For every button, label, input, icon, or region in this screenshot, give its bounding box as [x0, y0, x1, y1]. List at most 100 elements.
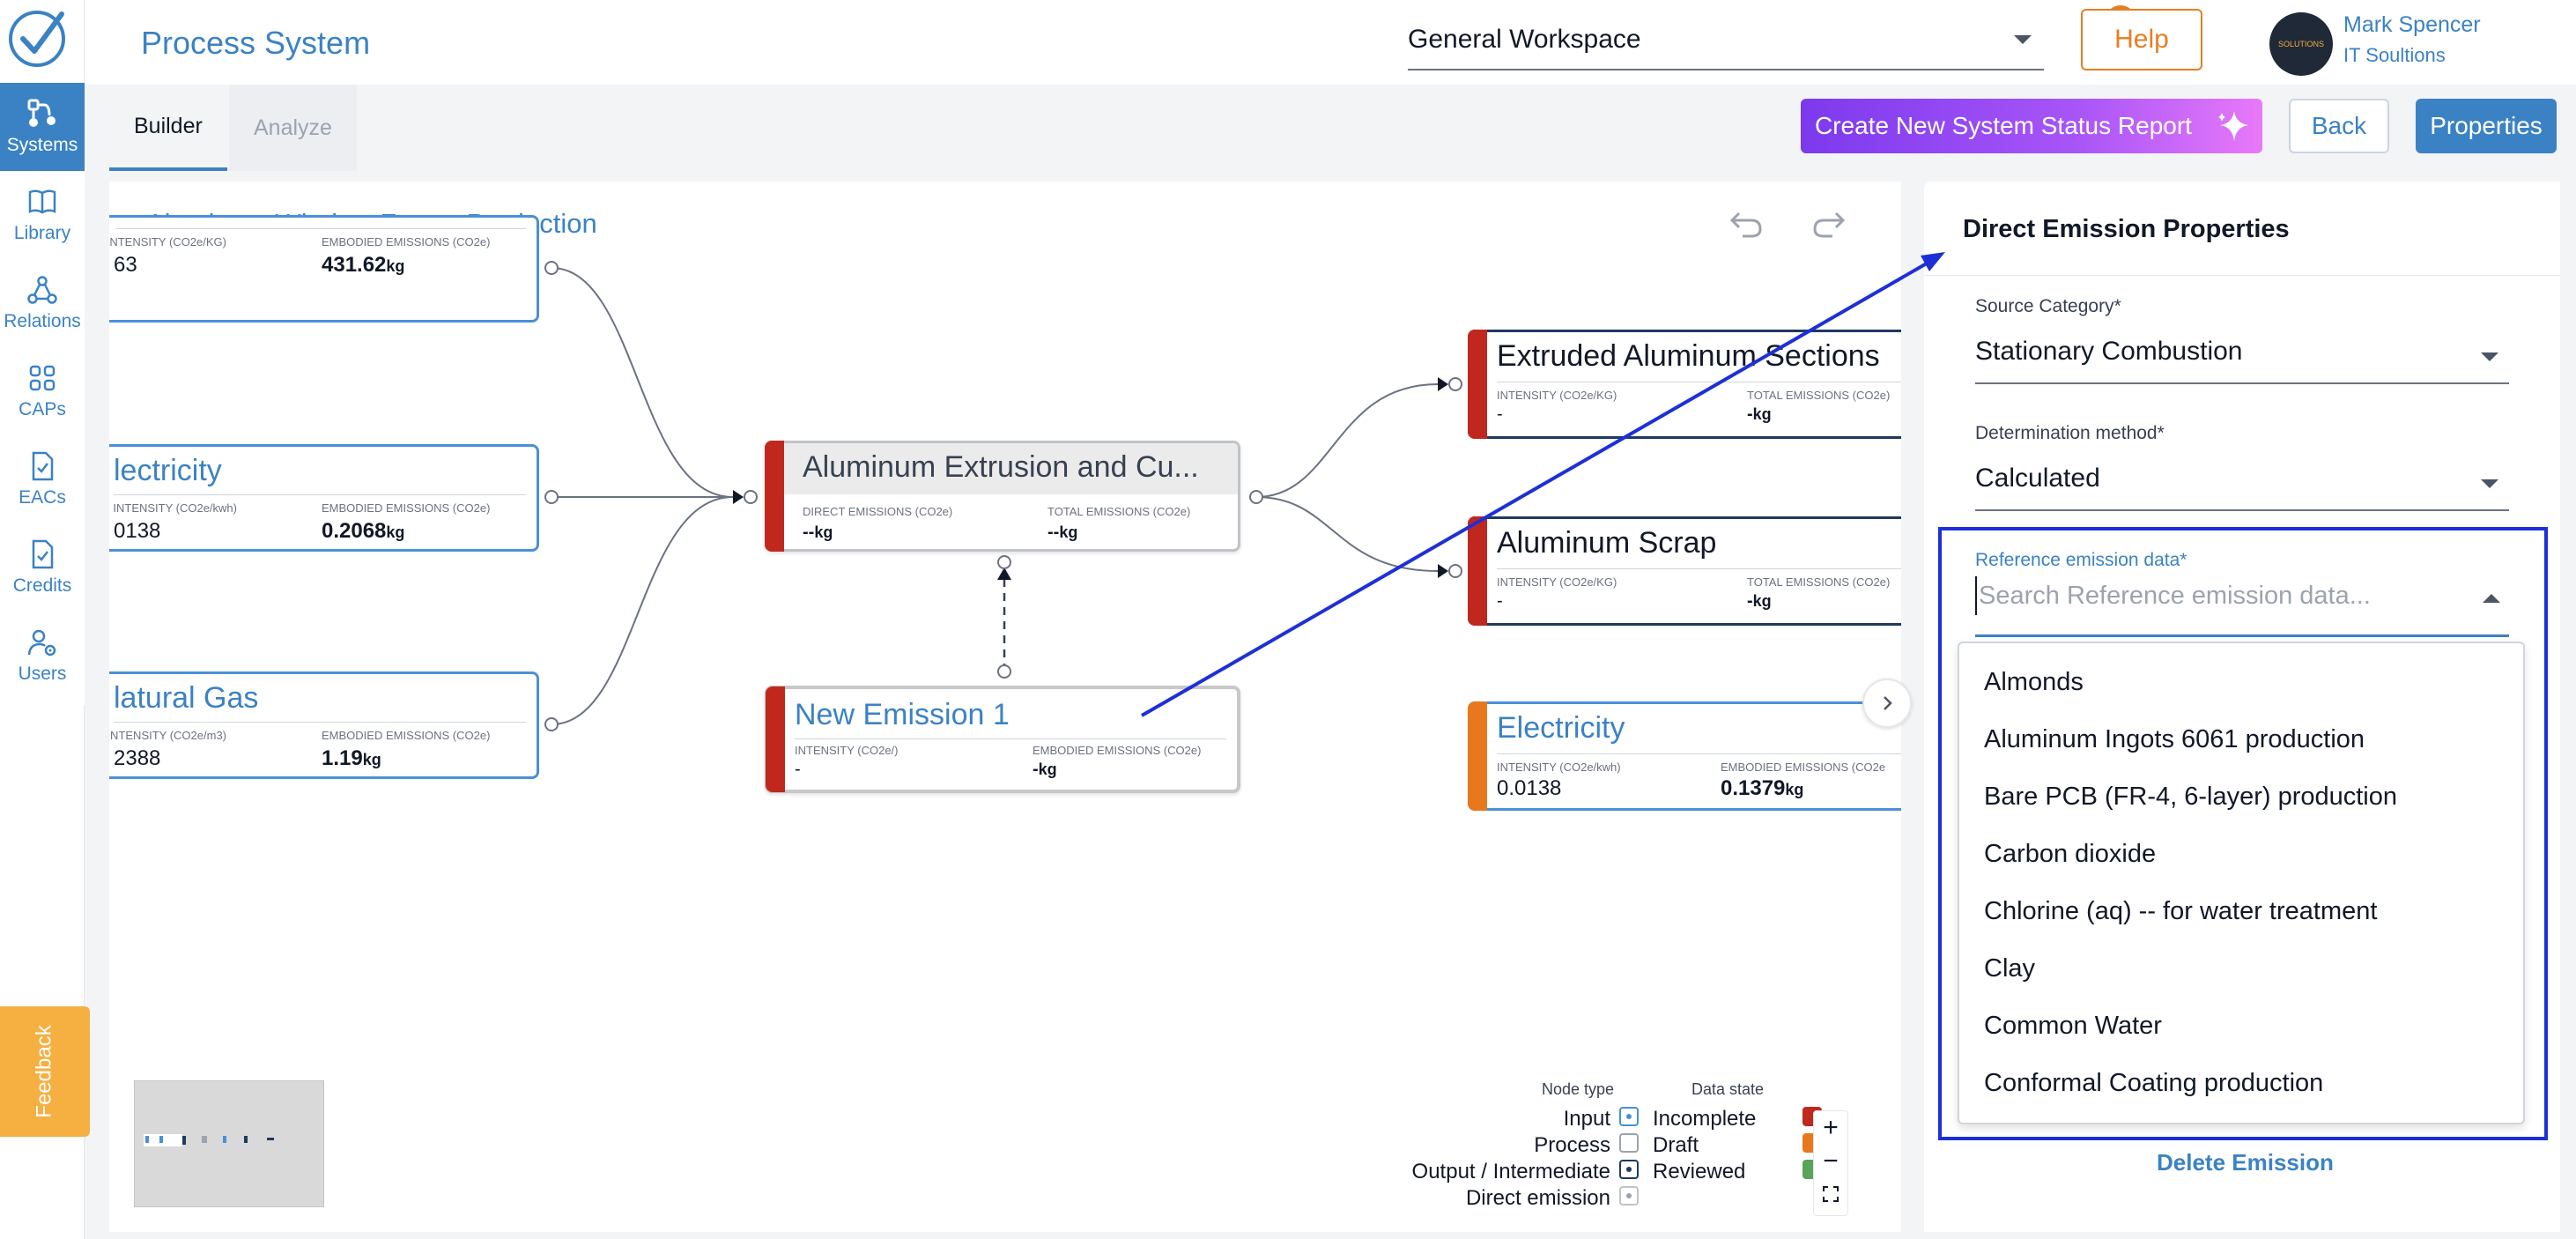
- nav-label: CAPs: [19, 399, 66, 419]
- reference-emission-search-input[interactable]: [1975, 576, 2486, 615]
- input-handle[interactable]: [1448, 377, 1462, 391]
- input-node-electricity[interactable]: lectricity INTENSITY (CO2e/kwh) 0138 EMB…: [109, 444, 539, 552]
- edge[interactable]: [551, 496, 734, 725]
- nav-item-eacs[interactable]: EACs: [0, 435, 85, 523]
- embodied-emissions-label: EMBODIED EMISSIONS (CO2e): [322, 235, 491, 249]
- minimap[interactable]: [134, 1080, 324, 1207]
- dropdown-option[interactable]: Almonds: [1984, 668, 2084, 696]
- nav-item-users[interactable]: Users: [0, 612, 85, 700]
- field-underline: [1975, 382, 2509, 384]
- input-swatch: [1619, 1107, 1639, 1126]
- sparkle-icon: [2218, 111, 2248, 141]
- source-category-label: Source Category*: [1975, 296, 2121, 316]
- legend-node-type-header: Node type: [1542, 1080, 1615, 1098]
- feedback-tab[interactable]: Feedback: [0, 1006, 90, 1137]
- edge[interactable]: [1255, 496, 1439, 572]
- left-nav: Systems Library Relations CAPs EACs Cred…: [0, 0, 90, 1239]
- legend-state-incomplete: Incomplete: [1653, 1107, 1757, 1131]
- highlight-box: [1938, 527, 2548, 1140]
- status-bar-incomplete: [765, 441, 784, 552]
- app-title: Process System: [141, 25, 371, 61]
- legend-node-type-output: Output / Intermediate: [1411, 1160, 1610, 1183]
- embodied-emissions-value: -kg: [1033, 760, 1057, 779]
- determination-method-value: Calculated: [1975, 464, 2100, 493]
- legend-state-draft: Draft: [1653, 1133, 1699, 1157]
- determination-method-select[interactable]: Calculated: [1975, 453, 2509, 511]
- intensity-label: INTENSITY (CO2e/KG): [1497, 389, 1617, 402]
- intensity-value: -: [795, 760, 801, 779]
- dropdown-option[interactable]: Chlorine (aq) -- for water treatment: [1984, 897, 2378, 925]
- input-node-electricity-draft[interactable]: Electricity INTENSITY (CO2e/kwh) 0.0138 …: [1468, 701, 1901, 811]
- intensity-label: INTENSITY (CO2e/KG): [109, 235, 226, 249]
- dropdown-option[interactable]: Clay: [1984, 954, 2036, 983]
- properties-button[interactable]: Properties: [2416, 99, 2557, 153]
- intensity-label: INTENSITY (CO2e/): [795, 744, 899, 757]
- system-canvas[interactable]: Aluminum Window Frame Production INTENSI…: [109, 182, 1901, 1232]
- fit-view-icon[interactable]: [1822, 1185, 1839, 1203]
- zoom-out-button[interactable]: −: [1823, 1146, 1839, 1176]
- expand-panel-button[interactable]: [1862, 679, 1912, 728]
- dropdown-option[interactable]: Conformal Coating production: [1984, 1069, 2324, 1097]
- systems-icon: [27, 99, 56, 127]
- intensity-value: -: [1497, 404, 1503, 424]
- output-node-aluminum-scrap[interactable]: Aluminum Scrap INTENSITY (CO2e/KG) - TOT…: [1468, 516, 1901, 626]
- nav-item-systems[interactable]: Systems: [0, 83, 85, 171]
- intensity-label: INTENSITY (CO2e/kwh): [1497, 760, 1621, 774]
- emission-handle[interactable]: [997, 555, 1011, 569]
- edge[interactable]: [551, 267, 734, 498]
- tab-analyze[interactable]: Analyze: [229, 85, 357, 171]
- nav-label: Users: [18, 664, 67, 684]
- process-node-extrusion[interactable]: Aluminum Extrusion and Cu... DIRECT EMIS…: [765, 441, 1240, 552]
- arrowhead: [1438, 377, 1448, 391]
- total-emissions-value: -kg: [1747, 591, 1772, 611]
- embodied-emissions-label: EMBODIED EMISSIONS (CO2e): [322, 729, 491, 742]
- nav-item-credits[interactable]: Credits: [0, 523, 85, 612]
- arrowhead: [997, 568, 1011, 580]
- edge[interactable]: [1255, 383, 1439, 498]
- output-handle[interactable]: [1249, 490, 1263, 504]
- nav-list: Systems Library Relations CAPs EACs Cred…: [0, 83, 85, 705]
- legend-node-type-input: Input: [1563, 1107, 1610, 1131]
- output-handle[interactable]: [544, 490, 559, 504]
- intensity-value: 2388: [114, 746, 161, 770]
- book-icon: [28, 189, 56, 214]
- workspace-select[interactable]: General Workspace: [1408, 12, 2044, 70]
- determination-method-label: Determination method*: [1975, 423, 2165, 443]
- help-button[interactable]: Help: [2081, 9, 2202, 70]
- chevron-up-icon[interactable]: [2483, 594, 2500, 603]
- dropdown-option[interactable]: Carbon dioxide: [1984, 840, 2157, 868]
- create-status-report-button[interactable]: Create New System Status Report: [1801, 99, 2262, 153]
- embodied-emissions-label: EMBODIED EMISSIONS (CO2e): [322, 501, 491, 515]
- app-logo-icon[interactable]: [5, 5, 69, 69]
- nav-item-caps[interactable]: CAPs: [0, 347, 85, 435]
- dropdown-option[interactable]: Common Water: [1984, 1012, 2162, 1040]
- input-handle[interactable]: [1448, 564, 1462, 578]
- total-emissions-label: TOTAL EMISSIONS (CO2e): [1747, 575, 1891, 589]
- user-name[interactable]: Mark Spencer: [2343, 12, 2481, 37]
- avatar[interactable]: SOLUTIONS: [2269, 12, 2333, 76]
- input-node[interactable]: INTENSITY (CO2e/KG) 63 EMBODIED EMISSION…: [109, 215, 539, 323]
- redo-icon[interactable]: [1808, 203, 1850, 245]
- output-handle[interactable]: [544, 261, 559, 275]
- embodied-emissions-value: 0.1379kg: [1721, 776, 1804, 800]
- input-node-natural-gas[interactable]: latural Gas INTENSITY (CO2e/m3) 2388 EMB…: [109, 671, 539, 779]
- input-handle[interactable]: [744, 490, 758, 504]
- minimap-preview: [144, 1134, 274, 1146]
- tab-builder[interactable]: Builder: [109, 85, 227, 171]
- direct-emission-node[interactable]: New Emission 1 INTENSITY (CO2e/) - EMBOD…: [765, 686, 1240, 793]
- undo-icon[interactable]: [1725, 203, 1767, 245]
- zoom-in-button[interactable]: +: [1823, 1113, 1839, 1142]
- direct-emissions-value: --kg: [803, 523, 833, 542]
- source-category-select[interactable]: Stationary Combustion: [1975, 326, 2509, 384]
- dropdown-option[interactable]: Aluminum Ingots 6061 production: [1984, 725, 2365, 753]
- dropdown-option[interactable]: Bare PCB (FR-4, 6-layer) production: [1984, 783, 2397, 811]
- nav-item-relations[interactable]: Relations: [0, 259, 85, 347]
- nav-item-library[interactable]: Library: [0, 171, 85, 259]
- total-emissions-value: -kg: [1747, 404, 1772, 424]
- output-node-extruded-sections[interactable]: Extruded Aluminum Sections INTENSITY (CO…: [1468, 330, 1901, 439]
- back-button[interactable]: Back: [2289, 99, 2389, 153]
- delete-emission-link[interactable]: Delete Emission: [2157, 1149, 2334, 1176]
- report-label: Create New System Status Report: [1815, 112, 2192, 139]
- output-handle[interactable]: [544, 717, 559, 731]
- output-handle[interactable]: [997, 664, 1011, 679]
